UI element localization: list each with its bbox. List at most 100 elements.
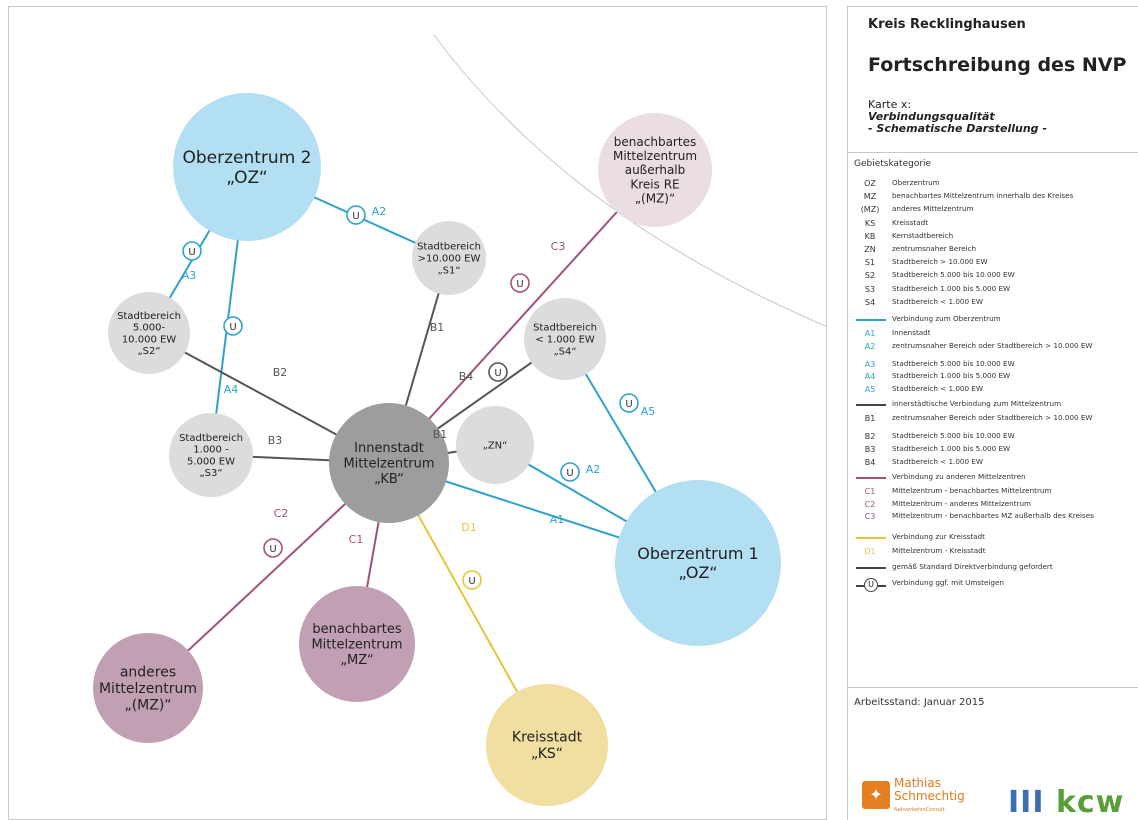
legend-line-swatch: [856, 404, 886, 407]
node-s4: [524, 298, 606, 380]
legend-code: OZ: [864, 179, 876, 188]
legend-code: KB: [864, 231, 876, 241]
node-s2: [108, 292, 190, 374]
edge-label-A2: A2: [586, 463, 601, 476]
node-label: Mittelzentrum: [613, 149, 697, 163]
node-label: Oberzentrum 1: [637, 544, 758, 563]
transfer-symbol: U: [229, 322, 236, 333]
legend-direct: gemäß Standard Direktverbindung geforder…: [854, 562, 1136, 575]
legend-code: A3: [864, 359, 876, 369]
legend-text: Stadtbereich < 1.000 EW: [892, 456, 983, 466]
legend-text: innerstädtische Verbindung zum Mittelzen…: [892, 399, 1062, 409]
legend-text: Kernstadtbereich: [892, 230, 954, 240]
legend-text: Verbindung ggf. mit Umsteigen: [892, 578, 1004, 587]
transfer-icon: [619, 393, 639, 413]
legend-text: Mittelzentrum - anderes Mittelzentrum: [892, 498, 1032, 508]
legend-code: (MZ): [860, 205, 880, 215]
legend-item: A4 Stadtbereich 1.000 bis 5.000 EW: [854, 372, 1136, 384]
node-label: „KS“: [531, 746, 563, 762]
transfer-symbol: U: [625, 399, 632, 410]
transfer-icon: [488, 362, 508, 382]
connection-kb-ext: [388, 169, 656, 464]
node-label: „(MZ)“: [635, 192, 675, 206]
legend-code: A4: [864, 372, 876, 382]
node-label: „S4“: [553, 346, 576, 357]
edge-label-A4: A4: [224, 383, 239, 396]
legend-code: B4: [864, 457, 876, 467]
legend-text: Verbindung zur Kreisstadt: [892, 532, 985, 542]
node-label: Kreisstadt: [512, 730, 583, 746]
logo-mark-icon: ✦: [862, 781, 890, 809]
schematic-map: Oberzentrum 2„OZ“Oberzentrum 1„OZ“benach…: [8, 6, 827, 820]
edge-label-C3: C3: [551, 240, 566, 253]
node-s1: [412, 221, 486, 295]
map-number: Karte x:: [868, 98, 912, 111]
legend-text: Stadtbereich 1.000 bis 5.000 EW: [892, 444, 1011, 453]
legend-text: Stadtbereich < 1.000 EW: [892, 296, 983, 306]
node-label: „OZ“: [226, 168, 267, 188]
edge-label-A5: A5: [641, 405, 656, 418]
legend-text: Innenstadt: [892, 328, 931, 337]
node-label: 5.000 EW: [187, 456, 235, 467]
legend-group: Verbindung zum Oberzentrum: [854, 314, 1136, 327]
node-label: Oberzentrum 2: [183, 148, 312, 168]
node-label: 1.000 -: [193, 445, 229, 456]
transfer-icon: [182, 241, 202, 261]
node-label: Stadtbereich: [533, 323, 597, 334]
legend-group: Verbindung zur Kreisstadt: [854, 533, 1136, 545]
legend-code: A5: [864, 384, 876, 394]
edge-label-A1: A1: [550, 513, 565, 526]
legend-text: anderes Mittelzentrum: [892, 204, 974, 214]
node-label: „(MZ)“: [124, 697, 171, 713]
legend-group: Verbindung zu anderen Mittelzentren: [854, 473, 1136, 485]
node-label: Stadtbereich: [179, 433, 243, 444]
node-label: benachbartes: [614, 135, 696, 149]
edge-label-C2: C2: [274, 507, 289, 520]
legend-text: Mittelzentrum - Kreisstadt: [892, 546, 986, 556]
map-theme-note: - Schematische Darstellung -: [868, 122, 1047, 135]
legend-text: zentrumsnaher Bereich oder Stadtbereich …: [892, 340, 1093, 350]
map-title: Fortschreibung des NVP: [868, 54, 1127, 76]
node-label: Mittelzentrum: [311, 638, 402, 653]
legend-code: S3: [864, 284, 876, 294]
transfer-icon: [560, 462, 580, 482]
kcw-bars-icon: III: [1008, 785, 1056, 820]
legend-line-swatch: [856, 537, 886, 540]
legend-text: Verbindung zu anderen Mittelzentren: [892, 472, 1026, 482]
node-label: Stadtbereich: [417, 242, 481, 253]
divider: [848, 687, 1138, 688]
node-label: „MZ“: [340, 653, 373, 668]
transfer-icon: [223, 316, 243, 336]
legend-text: zentrumsnaher Bereich oder Stadtbereich …: [892, 413, 1093, 423]
transfer-icon: [263, 538, 283, 558]
legend-text: Stadtbereich > 10.000 EW: [892, 257, 988, 267]
legend-text: Stadtbereich 1.000 bis 5.000 EW: [892, 371, 1011, 381]
logo-subtitle: NahverkehrsConsult: [894, 807, 945, 813]
node-label: < 1.000 EW: [535, 335, 595, 346]
node-ext: [598, 113, 712, 227]
node-label: Mittelzentrum: [99, 681, 197, 697]
legend-text: Stadtbereich < 1.000 EW: [892, 383, 983, 393]
transfer-icon: [510, 273, 530, 293]
legend-category: (MZ) anderes Mittelzentrum: [854, 205, 1136, 217]
transfer-symbol: U: [494, 368, 501, 379]
node-label: Kreis RE: [630, 177, 679, 191]
node-label: anderes: [120, 664, 176, 680]
legend-text: Mittelzentrum - benachbartes Mittelzentr…: [892, 486, 1052, 496]
edge-label-A3: A3: [182, 269, 197, 282]
node-label: benachbartes: [312, 622, 402, 637]
legend-text: Stadtbereich 1.000 bis 5.000 EW: [892, 283, 1011, 293]
